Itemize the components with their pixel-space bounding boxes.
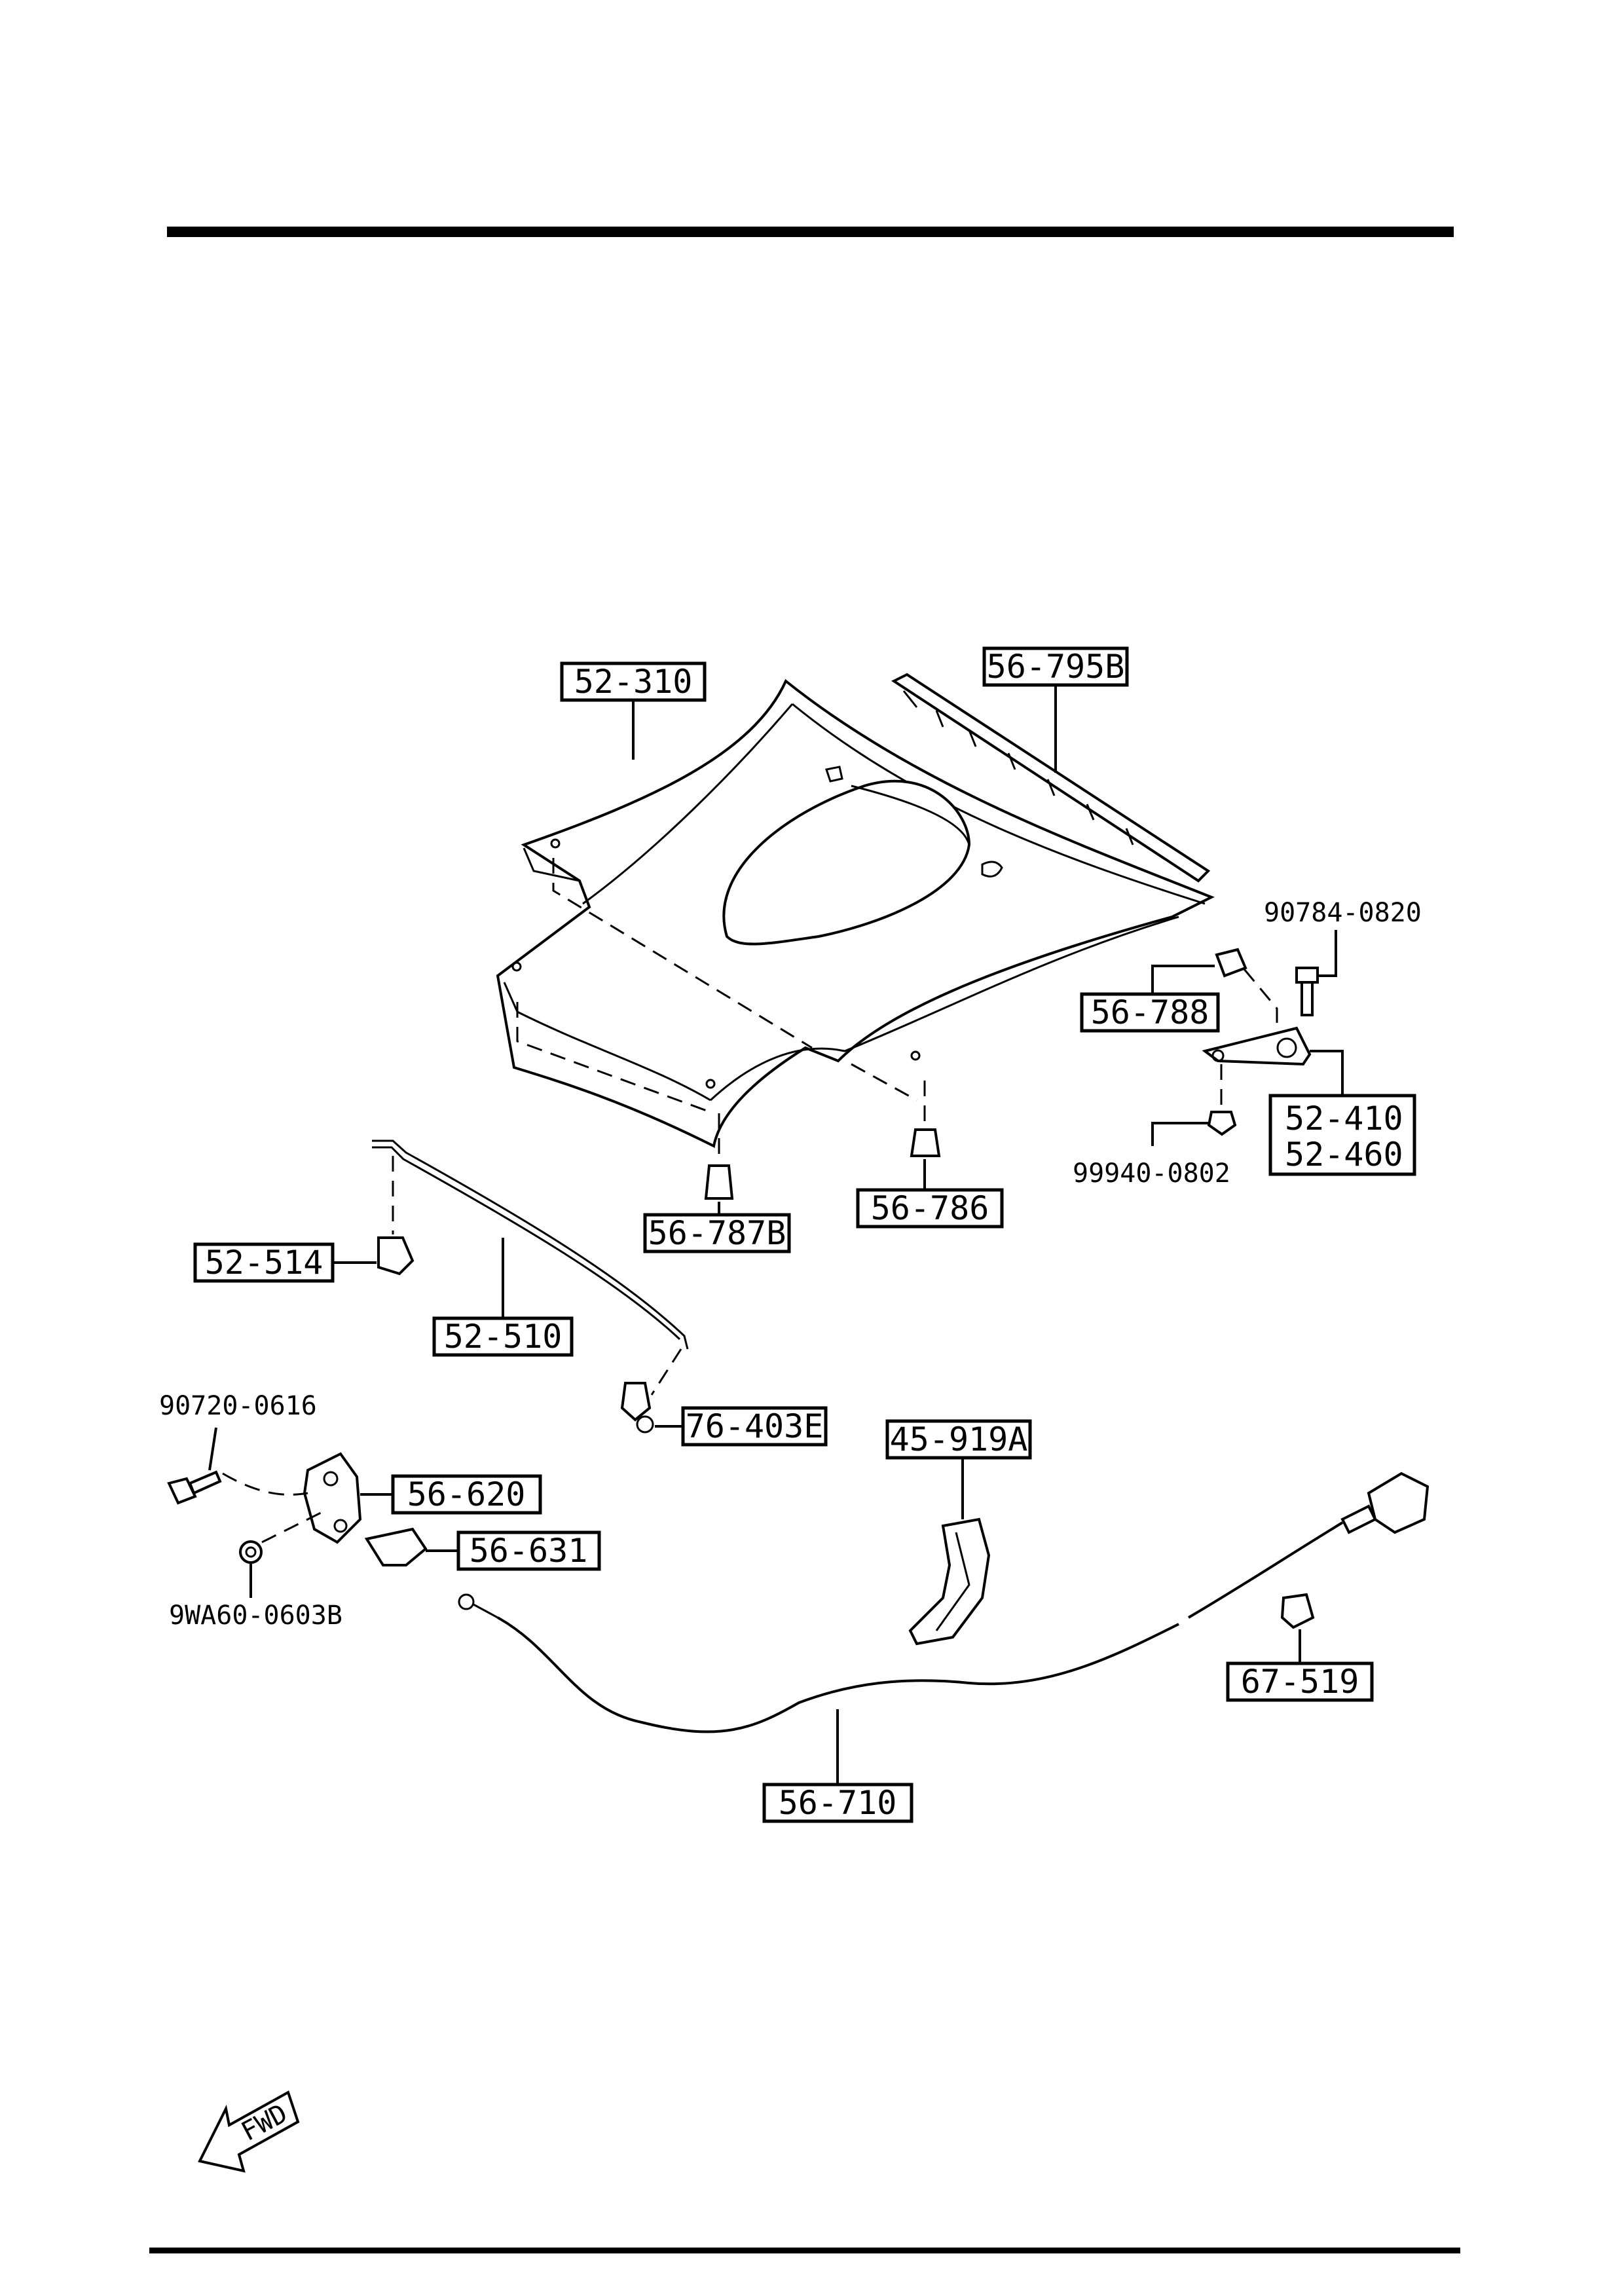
hinge-bolt-90784-0820[interactable] [1295, 967, 1319, 1016]
lock-nut-9wa60-0603b[interactable] [239, 1540, 263, 1564]
hood-stay-rod[interactable] [372, 1139, 689, 1350]
hinge-52-410[interactable] [1202, 1026, 1312, 1066]
svg-text:52-410: 52-410 [1285, 1100, 1403, 1138]
svg-text:52-514: 52-514 [205, 1244, 323, 1282]
svg-text:52-510: 52-510 [444, 1318, 563, 1356]
label-56-787b: 56-787B [643, 1213, 791, 1253]
header-rule [167, 227, 1454, 237]
hinge-nut-99940-0802[interactable] [1207, 1111, 1237, 1136]
hood-lock-56-620[interactable] [303, 1452, 362, 1544]
hood-cushion-56-787b[interactable] [704, 1164, 734, 1200]
label-9wa60-0603b: 9WA60-0603B [169, 1601, 342, 1631]
label-90720-0616: 90720-0616 [159, 1391, 317, 1421]
lock-bolt-90720-0616[interactable] [167, 1470, 222, 1505]
hinge-bracket-56-788[interactable] [1215, 948, 1247, 978]
footer-rule [149, 2248, 1460, 2253]
label-45-919a: 45-919A [885, 1419, 1032, 1460]
svg-text:56-795B: 56-795B [987, 648, 1125, 686]
svg-text:56-620: 56-620 [407, 1475, 526, 1513]
svg-text:67-519: 67-519 [1241, 1663, 1359, 1701]
hood-cushion-56-786[interactable] [910, 1128, 941, 1157]
cable-clip-67-519[interactable] [1280, 1593, 1315, 1629]
release-cable-56-710[interactable] [458, 1472, 1430, 1733]
svg-text:56-710: 56-710 [779, 1784, 897, 1822]
svg-text:56-788: 56-788 [1091, 993, 1209, 1031]
svg-text:52-460: 52-460 [1285, 1136, 1403, 1174]
label-56-795b: 56-795B [982, 646, 1129, 687]
label-56-786: 56-786 [856, 1188, 1004, 1229]
fwd-direction-arrow: FWD [198, 2090, 300, 2173]
label-56-788: 56-788 [1080, 992, 1220, 1033]
svg-text:56-787B: 56-787B [648, 1214, 786, 1252]
label-90784-0820: 90784-0820 [1264, 898, 1422, 928]
label-56-620: 56-620 [391, 1474, 542, 1515]
hood-seal-strip[interactable] [891, 673, 1211, 883]
release-handle-45-919a[interactable] [908, 1517, 991, 1646]
lock-cover-56-631[interactable] [364, 1527, 428, 1566]
label-67-519: 67-519 [1226, 1661, 1374, 1702]
label-52-510: 52-510 [432, 1316, 574, 1357]
hood-panel[interactable] [496, 678, 1215, 1148]
svg-text:52-310: 52-310 [574, 663, 693, 701]
svg-text:56-786: 56-786 [871, 1189, 989, 1227]
label-56-710: 56-710 [762, 1783, 913, 1823]
label-99940-0802: 99940-0802 [1073, 1158, 1230, 1189]
label-52-514: 52-514 [193, 1242, 335, 1283]
stay-holder-76-403e[interactable] [620, 1382, 654, 1434]
svg-text:76-403E: 76-403E [686, 1407, 824, 1445]
label-76-403e: 76-403E [681, 1406, 828, 1447]
label-56-631: 56-631 [456, 1530, 601, 1571]
label-52-410-52-460: 52-410 52-460 [1268, 1094, 1416, 1176]
stay-clip-52-514[interactable] [377, 1236, 415, 1276]
svg-text:56-631: 56-631 [470, 1532, 588, 1570]
label-52-310: 52-310 [560, 661, 707, 702]
svg-text:45-919A: 45-919A [890, 1420, 1028, 1458]
